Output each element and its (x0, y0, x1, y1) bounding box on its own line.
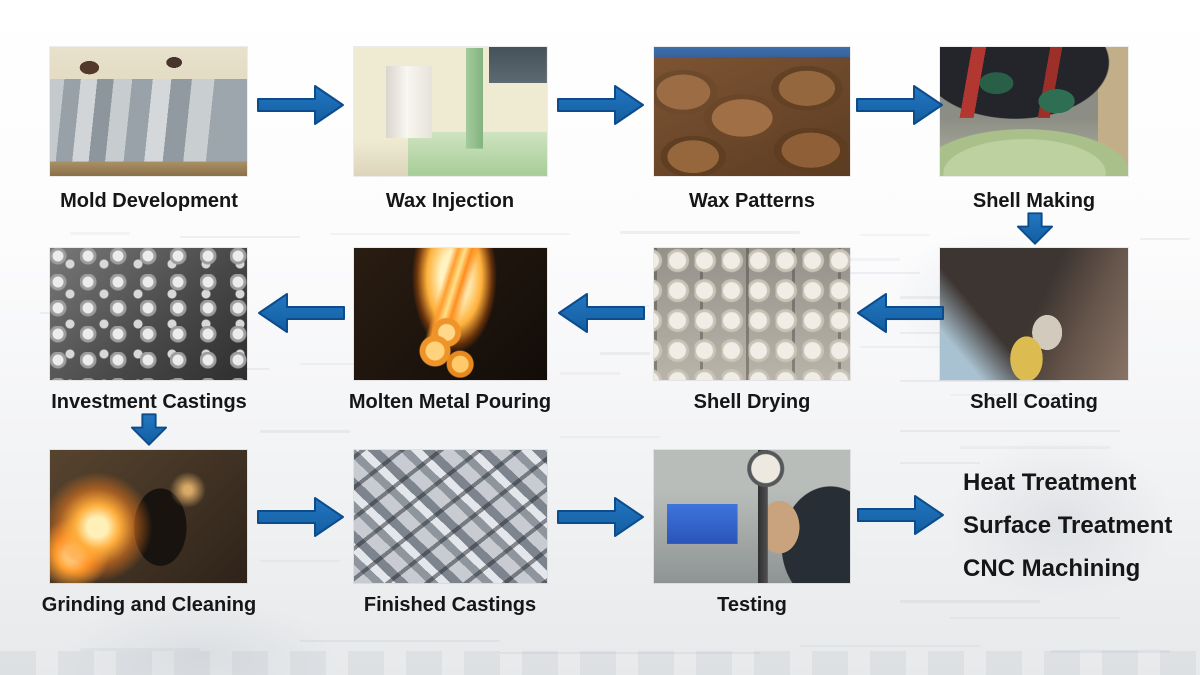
photo-wax-injection (354, 47, 547, 176)
photo-shell-making (940, 47, 1128, 176)
arrow-grinding-to-finished-icon (257, 495, 345, 539)
final-processes-list: Heat Treatment Surface Treatment CNC Mac… (963, 461, 1193, 590)
arrow-mold-to-wax-injection-icon (257, 83, 345, 127)
photo-finished-castings (354, 450, 547, 583)
arrow-shell-making-to-shell-coating-icon (1016, 212, 1054, 245)
label-molten-metal-pouring: Molten Metal Pouring (348, 391, 552, 413)
arrow-wax-injection-to-wax-patterns-icon (557, 83, 645, 127)
arrow-shell-coating-to-shell-drying-icon (856, 291, 944, 335)
label-investment-castings: Investment Castings (51, 391, 247, 413)
label-shell-making: Shell Making (972, 190, 1096, 212)
final-process-cnc-machining: CNC Machining (963, 555, 1141, 582)
bottom-texture-strip (0, 651, 1200, 675)
arrow-finished-to-testing-icon (557, 495, 645, 539)
photo-shell-coating (940, 248, 1128, 380)
label-wax-patterns: Wax Patterns (689, 190, 815, 212)
photo-molten-metal-pouring (354, 248, 547, 380)
photo-wax-patterns (654, 47, 850, 176)
label-mold-development: Mold Development (60, 190, 238, 212)
photo-mold-development (50, 47, 247, 176)
arrow-testing-to-final-processes-icon (857, 493, 945, 537)
label-grinding-and-cleaning: Grinding and Cleaning (41, 594, 257, 616)
final-process-heat-treatment: Heat Treatment (963, 469, 1137, 496)
arrow-molten-pouring-to-investment-icon (257, 291, 345, 335)
label-wax-injection: Wax Injection (385, 190, 515, 212)
photo-investment-castings (50, 248, 247, 380)
label-shell-drying: Shell Drying (693, 391, 811, 413)
label-testing: Testing (717, 594, 787, 616)
final-process-surface-treatment: Surface Treatment (963, 512, 1173, 539)
label-shell-coating: Shell Coating (970, 391, 1098, 413)
photo-shell-drying (654, 248, 850, 380)
arrow-shell-drying-to-molten-pouring-icon (557, 291, 645, 335)
photo-testing (654, 450, 850, 583)
arrow-investment-to-grinding-icon (130, 413, 168, 446)
arrow-wax-patterns-to-shell-making-icon (856, 83, 944, 127)
photo-grinding-and-cleaning (50, 450, 247, 583)
label-finished-castings: Finished Castings (363, 594, 537, 616)
